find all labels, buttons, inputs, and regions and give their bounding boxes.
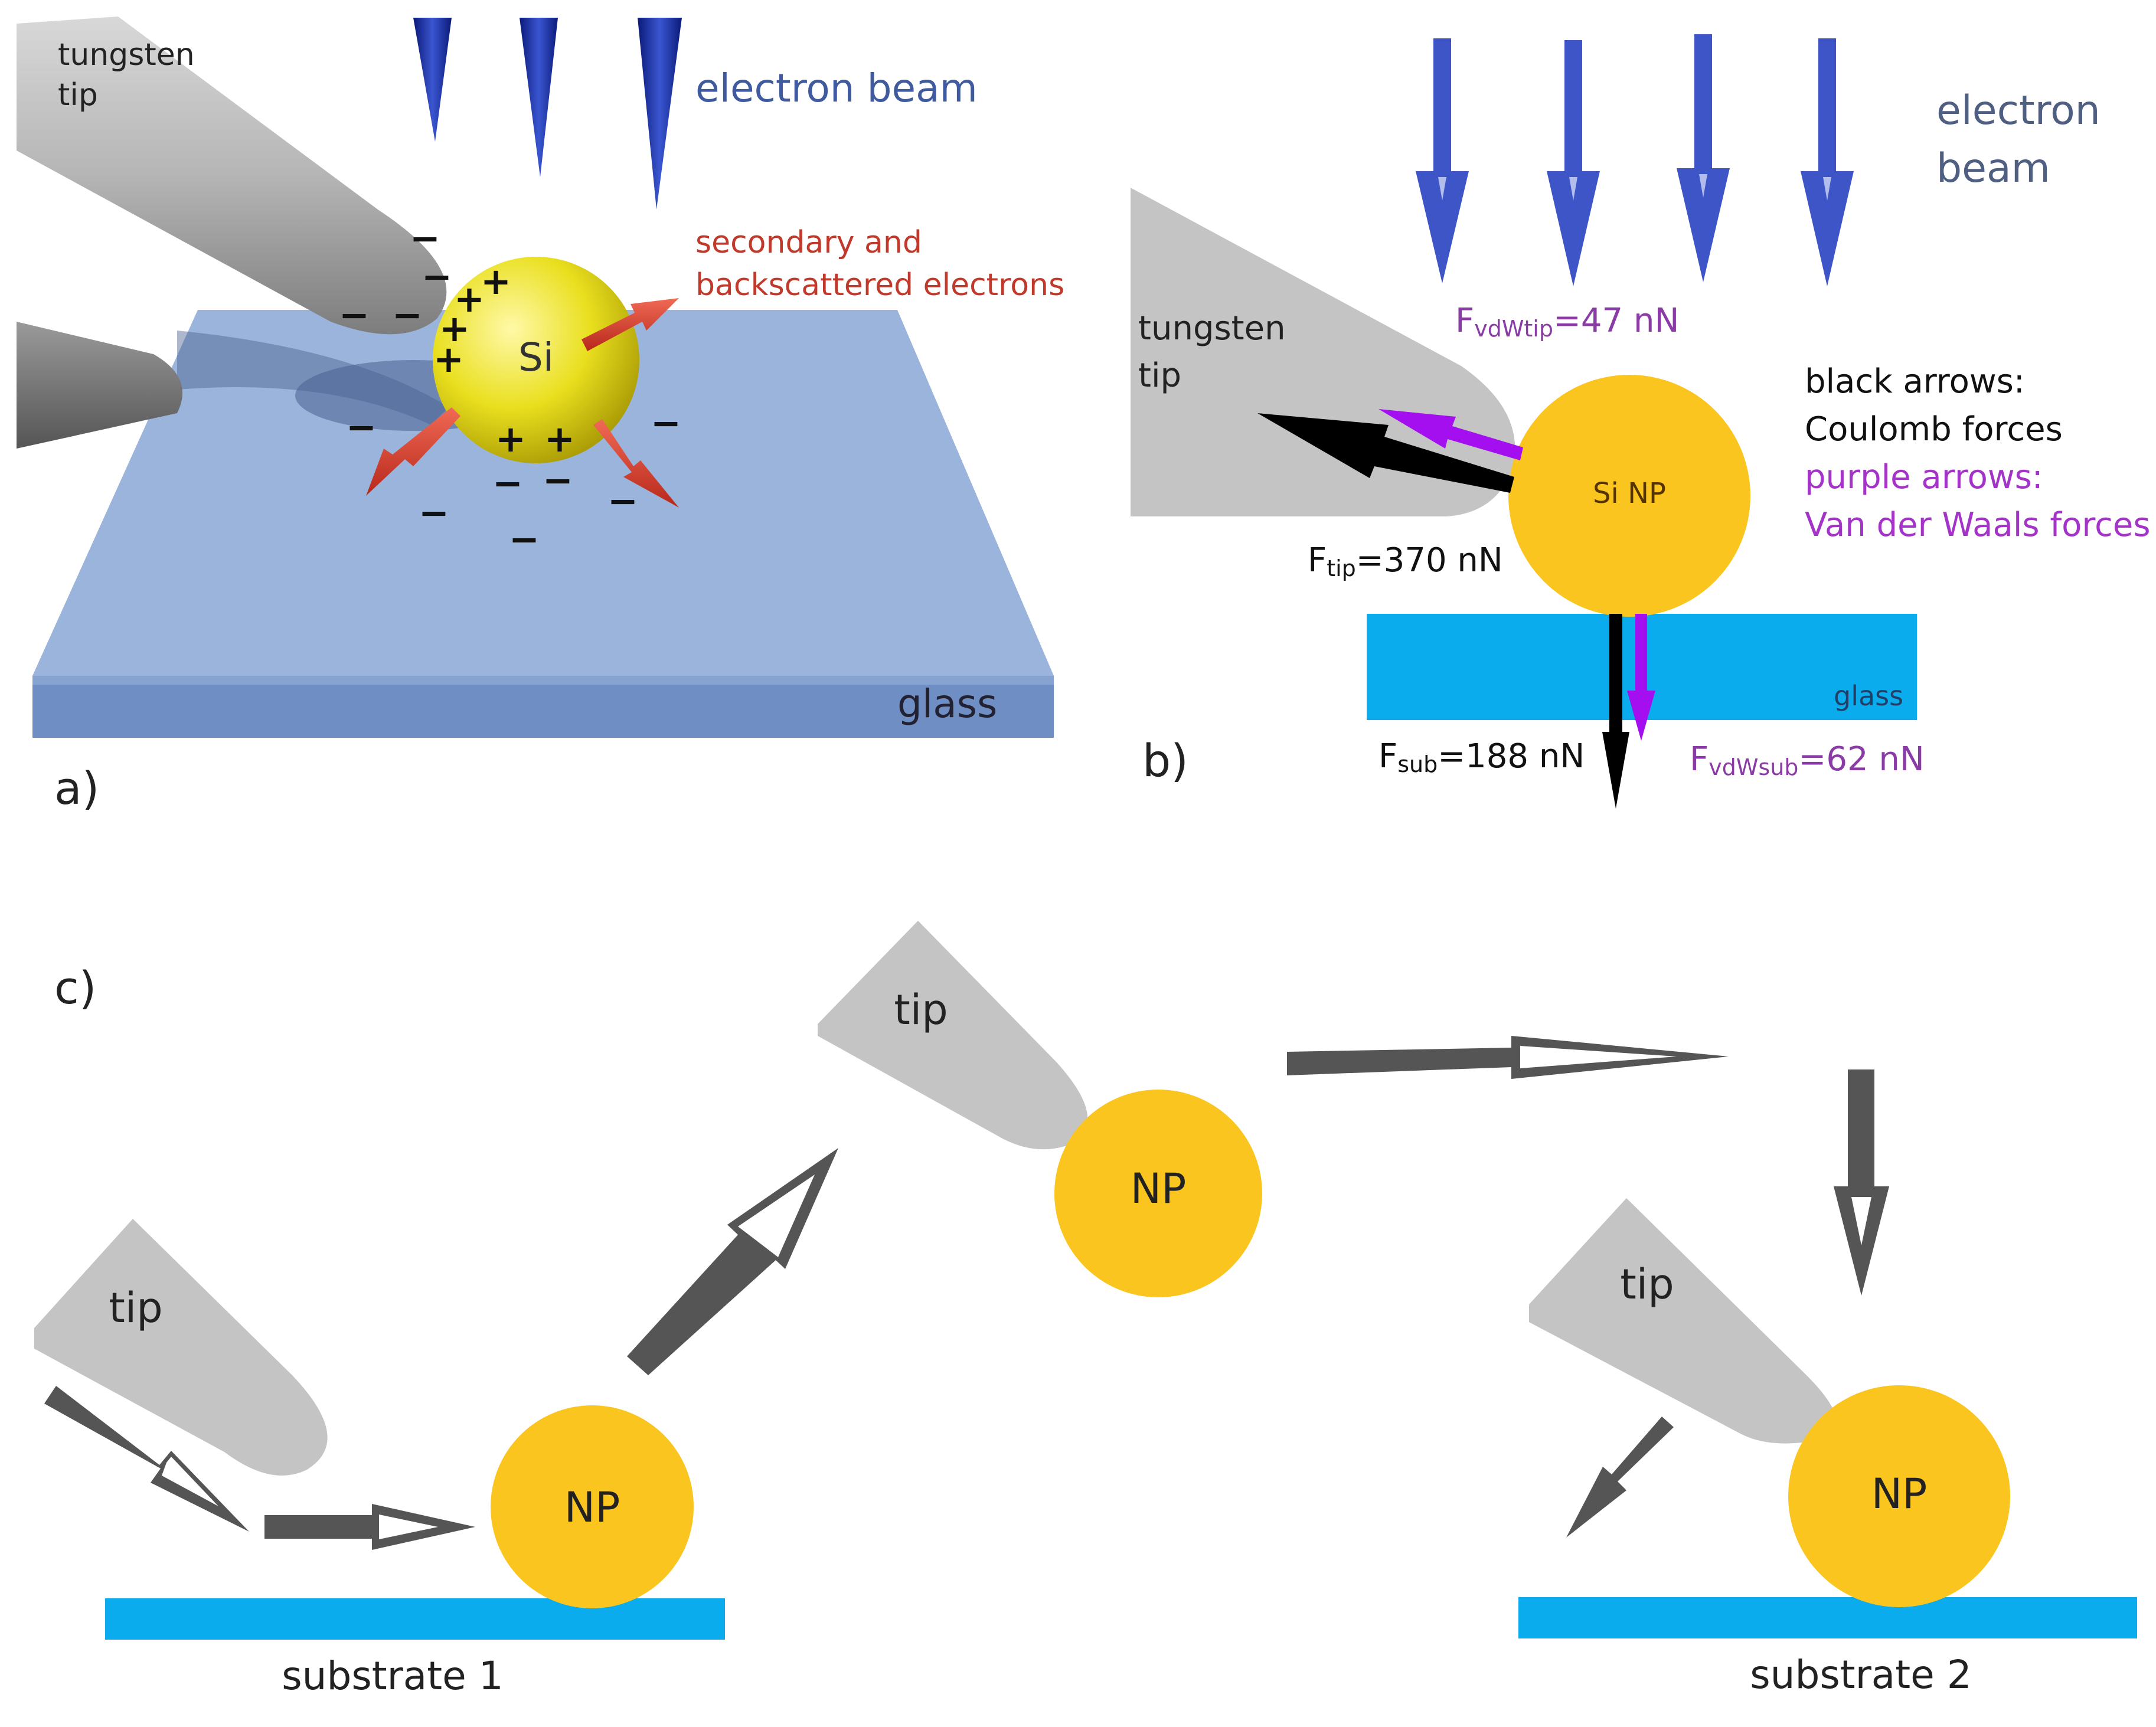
- tip-step-1: [34, 1219, 328, 1476]
- beam-arrow-highlights: [1438, 174, 1831, 201]
- electron-beam-arrows: [413, 18, 682, 210]
- beam-arrows-b: [1416, 34, 1854, 286]
- svg-text:−: −: [419, 491, 449, 534]
- vdw-sub-arrow: [1627, 614, 1655, 741]
- panel-b: Si NP tungsten tip electron beam FvdWtip…: [1131, 34, 2151, 809]
- glass-label-b: glass: [1834, 680, 1903, 712]
- force-legend: black arrows: Coulomb forces purple arro…: [1805, 362, 2151, 544]
- svg-text:+: +: [454, 277, 485, 320]
- approach-arrow-diagonal-inner: [162, 1457, 218, 1506]
- beam-label-a: electron beam: [695, 66, 978, 111]
- svg-text:+: +: [439, 307, 470, 350]
- svg-text:+: +: [481, 260, 511, 303]
- tip-label-b-line2: tip: [1138, 356, 1181, 395]
- svg-text:−: −: [346, 405, 377, 449]
- tip-label-b-line1: tungsten: [1138, 309, 1286, 348]
- panel-a-label: a): [54, 762, 99, 815]
- svg-text:+: +: [544, 417, 575, 460]
- panel-a: − − − − + + + + + + − − − − − − − Si tun…: [17, 17, 1064, 815]
- transport-arrow-inner: [1520, 1046, 1677, 1068]
- lift-arrow-inner: [738, 1175, 815, 1257]
- emission-label-line2: backscattered electrons: [695, 267, 1064, 303]
- tungsten-tip-b: [1131, 188, 1515, 516]
- svg-text:−: −: [339, 293, 370, 336]
- svg-text:−: −: [509, 518, 540, 561]
- retract-arrow: [1566, 1417, 1674, 1538]
- coulomb-sub-arrow: [1602, 614, 1629, 809]
- tip-step-3: [1529, 1198, 1837, 1444]
- f-vdw-tip-label: FvdWtip=47 nN: [1455, 302, 1679, 342]
- substrate-2: [1518, 1597, 2137, 1638]
- transport-arrow: [1287, 1036, 1729, 1079]
- emission-arrows: [366, 298, 679, 508]
- svg-text:+: +: [433, 338, 464, 381]
- tip-label-step-1: tip: [109, 1284, 162, 1332]
- np-label-step-1: NP: [564, 1483, 620, 1532]
- vdw-tip-arrow: [1378, 409, 1523, 460]
- f-tip-label: Ftip=370 nN: [1308, 541, 1503, 581]
- legend-black-title: black arrows:: [1805, 362, 2025, 401]
- svg-text:−: −: [607, 479, 638, 522]
- np-step-3: [1788, 1385, 2010, 1607]
- svg-text:−: −: [410, 217, 440, 260]
- np-label-step-2: NP: [1131, 1165, 1187, 1213]
- coulomb-tip-arrow: [1257, 413, 1514, 493]
- beam-label-b-line1: electron: [1936, 87, 2101, 134]
- si-label: Si: [518, 335, 554, 380]
- panel-b-label: b): [1142, 734, 1188, 787]
- panel-c-label: c): [54, 961, 96, 1014]
- glass-label-a: glass: [897, 681, 997, 727]
- legend-purple-desc: Van der Waals forces: [1805, 506, 2151, 544]
- emission-label-line1: secondary and: [695, 225, 922, 260]
- svg-text:−: −: [392, 293, 423, 336]
- substrate-1: [105, 1598, 725, 1640]
- lower-arrow: [1834, 1069, 1889, 1296]
- approach-arrow-diagonal: [44, 1386, 249, 1532]
- svg-text:−: −: [543, 459, 573, 502]
- legend-purple-title: purple arrows:: [1805, 458, 2043, 496]
- tip-label-step-2: tip: [894, 986, 948, 1034]
- np-step-2: [1054, 1090, 1262, 1297]
- substrate-2-label: substrate 2: [1750, 1652, 1971, 1697]
- si-np-b: [1508, 375, 1750, 617]
- svg-text:−: −: [651, 401, 681, 444]
- lower-arrow-inner: [1851, 1197, 1871, 1245]
- glass-slab: [32, 310, 1054, 738]
- approach-arrow-horizontal-inner: [379, 1515, 438, 1539]
- svg-text:−: −: [422, 255, 452, 298]
- tungsten-tip-shape: [17, 17, 447, 335]
- np-label-step-3: NP: [1871, 1470, 1928, 1518]
- svg-text:−: −: [492, 462, 523, 505]
- svg-text:+: +: [495, 417, 526, 460]
- approach-arrow-horizontal: [264, 1504, 475, 1550]
- tip-label-a-line2: tip: [58, 77, 98, 113]
- f-vdw-sub-label: FvdWsub=62 nN: [1690, 740, 1925, 780]
- beam-label-b-line2: beam: [1936, 145, 2050, 192]
- panel-c: c) tip NP substrate 1 tip NP tip NP: [34, 921, 2137, 1699]
- tip-label-step-3: tip: [1620, 1260, 1674, 1309]
- tip-shadow: [177, 331, 449, 425]
- tip-label-a-line1: tungsten: [58, 37, 195, 73]
- back-probe: [17, 322, 182, 449]
- f-sub-label: Fsub=188 nN: [1378, 737, 1585, 777]
- substrate-1-label: substrate 1: [282, 1653, 503, 1699]
- si-np-label-b: Si NP: [1593, 477, 1666, 510]
- tip-step-2: [818, 921, 1088, 1150]
- np-step-1: [491, 1405, 694, 1608]
- si-particle: [433, 257, 639, 463]
- legend-black-desc: Coulomb forces: [1805, 410, 2063, 449]
- charge-signs: − − − − + + + + + + − − − − − − −: [339, 217, 681, 561]
